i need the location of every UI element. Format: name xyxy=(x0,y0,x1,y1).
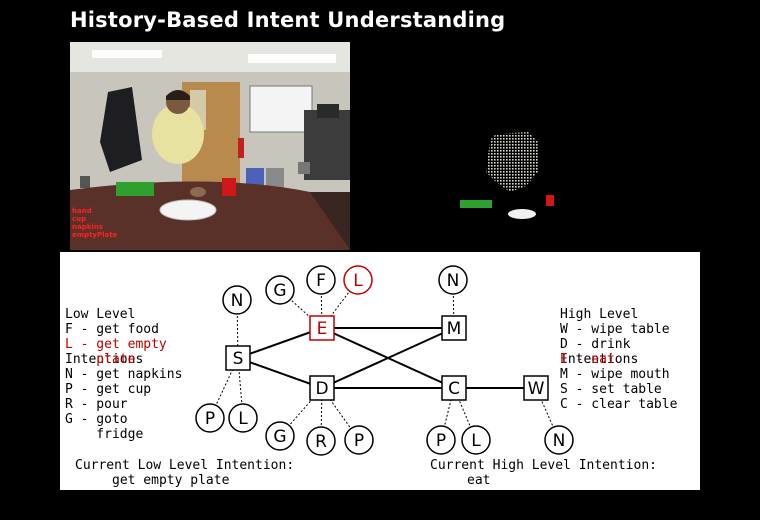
high-level-item: S - set table xyxy=(560,382,662,397)
low-level-item-cont: fridge xyxy=(65,427,144,442)
state-label: C xyxy=(448,379,460,399)
observation-node xyxy=(222,285,252,315)
whiteboard xyxy=(249,85,313,133)
observation-node xyxy=(265,421,295,451)
current-high-label: Current High Level Intention: xyxy=(430,458,657,473)
state-label: S xyxy=(233,349,244,369)
observation-link xyxy=(209,357,239,419)
observation-label: P xyxy=(205,409,215,429)
low-level-item: G - goto xyxy=(65,412,128,427)
low-level-heading-line: Intentions xyxy=(65,352,144,367)
high-level-item: D - drink xyxy=(560,337,631,352)
plate xyxy=(159,199,217,221)
depth-person xyxy=(486,132,538,192)
observation-node xyxy=(343,265,373,295)
state-node xyxy=(441,315,467,341)
current-low-value: get empty plate xyxy=(112,473,230,488)
depth-food-box xyxy=(460,200,492,208)
low-level-item: F - get food xyxy=(65,322,159,337)
state-node xyxy=(309,375,335,401)
depth-cup xyxy=(546,195,554,206)
observation-label: N xyxy=(447,271,460,291)
current-low-label: Current Low Level Intention: xyxy=(75,458,295,473)
red-cup xyxy=(222,178,236,196)
low-level-item: L - get empty xyxy=(65,337,167,352)
high-level-item: C - clear table xyxy=(560,397,678,412)
low-level-item: P - get cup xyxy=(65,382,152,397)
low-level-item: N - get napkins xyxy=(65,367,183,382)
state-node xyxy=(225,345,251,371)
food-box xyxy=(116,182,154,196)
observation-label: N xyxy=(231,291,244,311)
low-level-heading: Low Level Intentions xyxy=(65,277,143,397)
depth-plate xyxy=(508,209,536,219)
detection-label: napkins xyxy=(72,223,103,231)
current-high-value: eat xyxy=(467,473,491,488)
intent-graph: N P L G F L G R P N P L N S E D M C W xyxy=(195,265,574,456)
detection-label: emptyPlate xyxy=(72,231,118,239)
observation-node xyxy=(228,403,258,433)
high-level-item: W - wipe table xyxy=(560,322,670,337)
transition-edge xyxy=(237,327,323,359)
observation-node xyxy=(544,425,574,455)
observation-label: N xyxy=(553,431,566,451)
state-label: W xyxy=(528,379,545,399)
cabinet xyxy=(304,110,350,180)
intent-panel: N P L G F L G R P N P L N S E D M C W Low Level Intentions… xyxy=(60,252,700,490)
observation-label: L xyxy=(353,271,363,291)
state-node xyxy=(309,315,335,341)
low-level-heading-line: Low Level xyxy=(65,307,136,322)
person-shirt xyxy=(152,104,204,164)
observation-node xyxy=(306,426,336,456)
high-level-item: E - eat xyxy=(560,352,615,367)
observation-label: G xyxy=(273,281,286,301)
detection-label: hand xyxy=(72,207,92,215)
high-level-heading: High Level Intentions xyxy=(560,277,638,397)
high-level-heading-line: High Level xyxy=(560,307,639,322)
depth-view xyxy=(350,42,700,250)
high-level-heading-line: Intentions xyxy=(560,352,639,367)
transition-edge xyxy=(237,357,323,389)
observation-node xyxy=(438,265,468,295)
low-level-item: R - pour xyxy=(65,397,128,412)
state-label: E xyxy=(317,319,328,339)
observation-node xyxy=(195,403,225,433)
detection-label: cup xyxy=(72,215,87,223)
extinguisher xyxy=(238,138,244,158)
observation-label: F xyxy=(316,271,326,291)
observation-label: G xyxy=(273,427,286,447)
observation-node xyxy=(426,425,456,455)
state-label: M xyxy=(447,319,462,339)
observation-label: L xyxy=(471,431,481,451)
observation-node xyxy=(265,275,295,305)
state-node xyxy=(441,375,467,401)
high-level-item: M - wipe mouth xyxy=(560,367,670,382)
state-label: D xyxy=(315,379,328,399)
observation-label: L xyxy=(238,409,248,429)
observation-label: P xyxy=(436,431,446,451)
coat xyxy=(100,87,142,172)
observation-label: P xyxy=(354,431,364,451)
transition-edge xyxy=(321,327,455,389)
observation-node xyxy=(306,265,336,295)
state-node xyxy=(523,375,549,401)
low-level-item-cont: plate xyxy=(65,352,136,367)
camera-view xyxy=(70,42,350,250)
observation-node xyxy=(461,425,491,455)
observation-node xyxy=(344,425,374,455)
detection-labels: hand cup napkins emptyPlate xyxy=(72,207,152,239)
observation-label: R xyxy=(315,432,327,452)
page-title: History-Based Intent Understanding xyxy=(70,8,506,32)
